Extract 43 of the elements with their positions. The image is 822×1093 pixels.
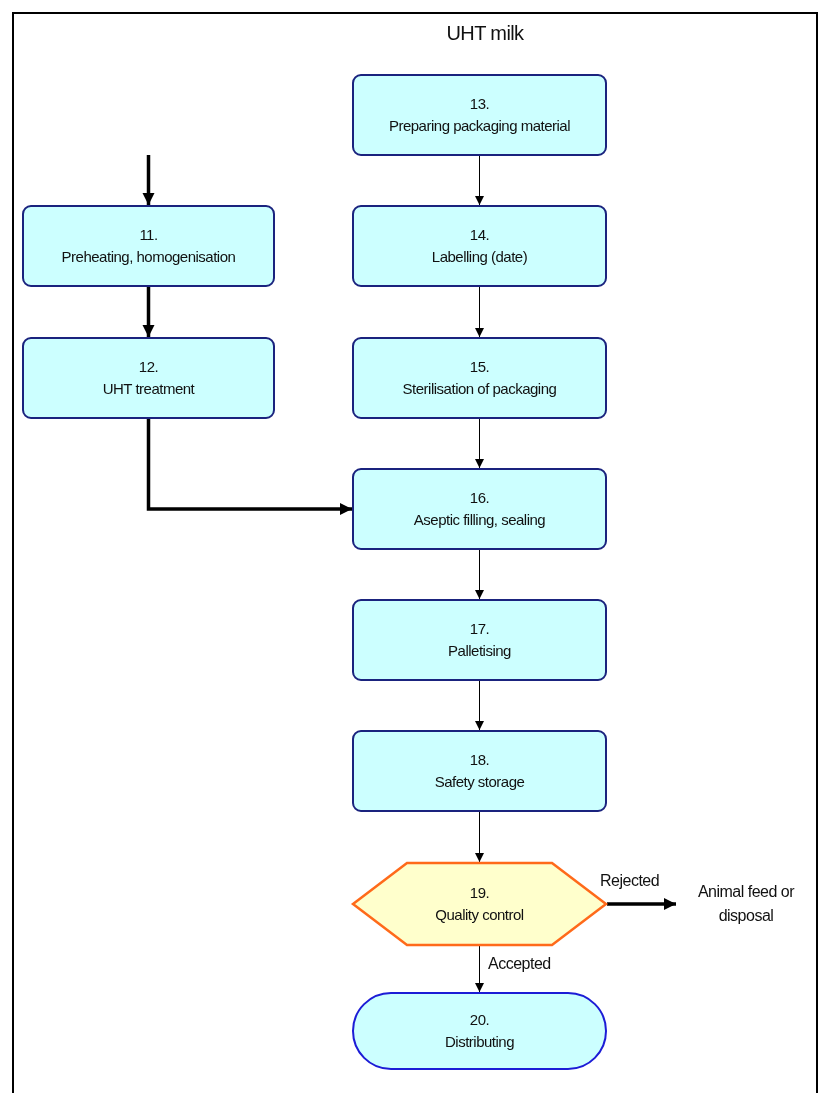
step-number: 18. xyxy=(469,750,490,771)
step-label: Labelling (date) xyxy=(431,247,528,267)
process-box xyxy=(22,337,275,419)
arrow xyxy=(475,549,484,600)
arrow xyxy=(475,680,484,731)
arrow xyxy=(475,811,484,863)
step-label: Quality control xyxy=(435,905,524,925)
step-label: Distributing xyxy=(445,1032,514,1052)
process-box xyxy=(22,205,275,287)
arrow xyxy=(475,945,484,993)
process-box xyxy=(352,730,607,812)
step-label: Palletising xyxy=(448,641,511,661)
step-label: Preparing packaging material xyxy=(388,116,571,136)
step-number: 19. xyxy=(469,883,490,904)
step-number: 14. xyxy=(469,225,490,246)
process-box xyxy=(352,468,607,550)
arrow xyxy=(475,155,484,206)
edge-label: Accepted xyxy=(486,955,553,973)
process-box xyxy=(352,337,607,419)
step-label: Preheating, homogenisation xyxy=(61,247,236,267)
arrow xyxy=(142,287,155,337)
process-box xyxy=(352,205,607,287)
diagram-title: UHT milk xyxy=(445,22,525,45)
step-label: UHT treatment xyxy=(102,379,195,399)
process-box xyxy=(352,74,607,156)
step-label: Sterilisation of packaging xyxy=(402,379,557,399)
arrow xyxy=(607,897,676,911)
arrow xyxy=(146,419,352,516)
edge-label: Rejected xyxy=(598,872,662,890)
step-number: 16. xyxy=(469,488,490,509)
arrow xyxy=(475,286,484,338)
step-number: 15. xyxy=(469,357,490,378)
arrow xyxy=(475,418,484,469)
step-number: 20. xyxy=(469,1010,490,1031)
step-number: 12. xyxy=(138,357,159,378)
step-number: 11. xyxy=(139,225,158,246)
process-box xyxy=(352,599,607,681)
step-label: Animal feed or disposal xyxy=(696,882,796,926)
arrow xyxy=(142,155,155,205)
step-label: Safety storage xyxy=(434,772,525,792)
step-label: Aseptic filling, sealing xyxy=(413,510,546,530)
step-number: 13. xyxy=(469,94,490,115)
step-number: 17. xyxy=(469,619,490,640)
